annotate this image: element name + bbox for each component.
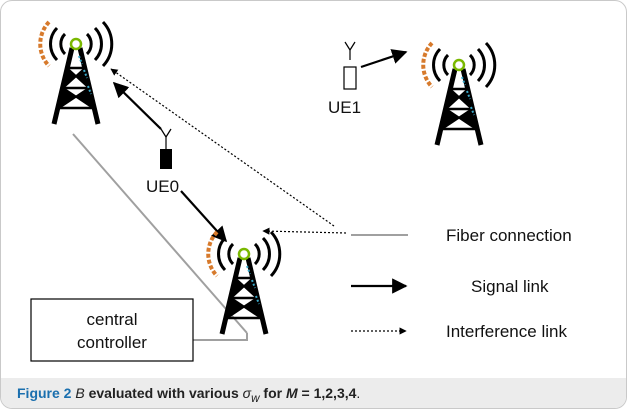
caption-sigma-sub: w <box>251 391 260 405</box>
central-controller-box <box>30 298 194 362</box>
base-station-1-icon <box>40 22 112 124</box>
figure-caption: Figure 2 B evaluated with various σw for… <box>17 385 360 405</box>
ue1-device-icon <box>343 41 357 90</box>
caption-period: . <box>356 385 361 401</box>
fiber-link-bs1-controller <box>72 133 248 334</box>
caption-values: = 1,2,3,4 <box>297 385 357 401</box>
fiber-link-bs3-controller <box>193 333 248 341</box>
caption-m: M <box>285 385 298 401</box>
caption-evaluated-with: evaluated with various <box>84 385 243 401</box>
ue0-device-icon <box>160 128 172 169</box>
signal-link-ue0-bs1 <box>112 81 162 130</box>
base-station-2-icon <box>423 43 495 145</box>
legend-interference-label: Interference link <box>446 322 567 341</box>
controller-label-line-2: controller <box>77 333 147 352</box>
legend: Fiber connection Signal link Interferenc… <box>351 226 572 341</box>
caption-b: B <box>75 385 85 401</box>
ue0-label: UE0 <box>146 177 179 196</box>
signal-link-ue0-bs3 <box>180 190 228 243</box>
caption-figure-label: Figure 2 <box>17 385 72 401</box>
controller-label-line-1: central <box>86 310 137 329</box>
legend-signal-label: Signal link <box>471 277 549 296</box>
caption-bar: Figure 2 B evaluated with various σw for… <box>1 378 626 408</box>
interference-link-ue1-bs3 <box>262 227 347 235</box>
interference-link-ue1-bs1 <box>110 68 335 227</box>
signal-link-ue1-bs2 <box>360 49 408 69</box>
caption-for: for <box>259 385 286 401</box>
base-station-3-icon <box>208 232 280 334</box>
legend-fiber-label: Fiber connection <box>446 226 572 245</box>
caption-sigma: σ <box>242 385 252 401</box>
ue1-label: UE1 <box>328 98 361 117</box>
